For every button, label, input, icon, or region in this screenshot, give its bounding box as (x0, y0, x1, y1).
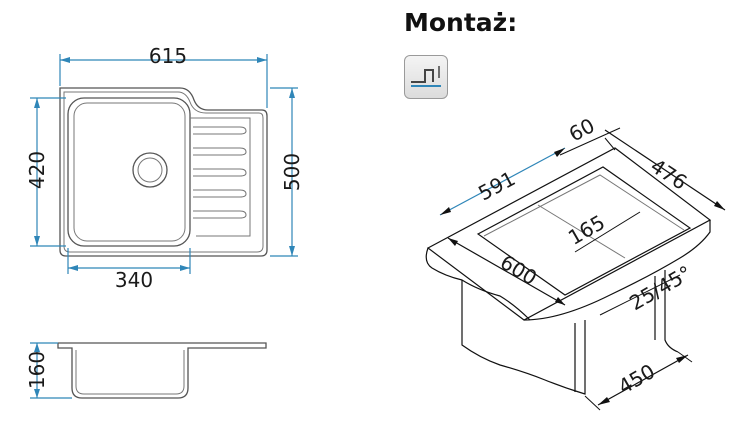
drainboard (190, 117, 251, 237)
dimension-420: 420 (25, 151, 49, 189)
cabinet-right (664, 270, 679, 353)
installation-view: 591 60 476 165 600 25/45° 450 (425, 113, 726, 411)
bowl-inner (73, 102, 186, 242)
dimension-160: 160 (25, 351, 49, 389)
drain-inner (137, 157, 163, 183)
countertop-right-edge (523, 220, 711, 321)
dimension-500: 500 (280, 153, 304, 191)
cutout (476, 166, 692, 296)
dimension-340: 340 (115, 268, 153, 292)
side-rim (58, 342, 267, 349)
side-bowl (57, 343, 196, 399)
bowl (67, 97, 191, 247)
dimension-60: 60 (565, 113, 599, 146)
sink-top-view: 615 500 420 340 (25, 44, 304, 292)
dimension-600: 600 (496, 250, 541, 290)
cabinet-left (461, 280, 586, 395)
mounting-title: Montaż: (404, 8, 518, 37)
sink-outline (59, 87, 268, 257)
dimension-591: 591 (474, 166, 519, 205)
drain (132, 152, 168, 188)
sink-side-view: 160 (25, 342, 267, 399)
sink-rim (63, 91, 264, 253)
overmount-sink-icon (404, 55, 448, 99)
dimension-615: 615 (149, 44, 187, 68)
